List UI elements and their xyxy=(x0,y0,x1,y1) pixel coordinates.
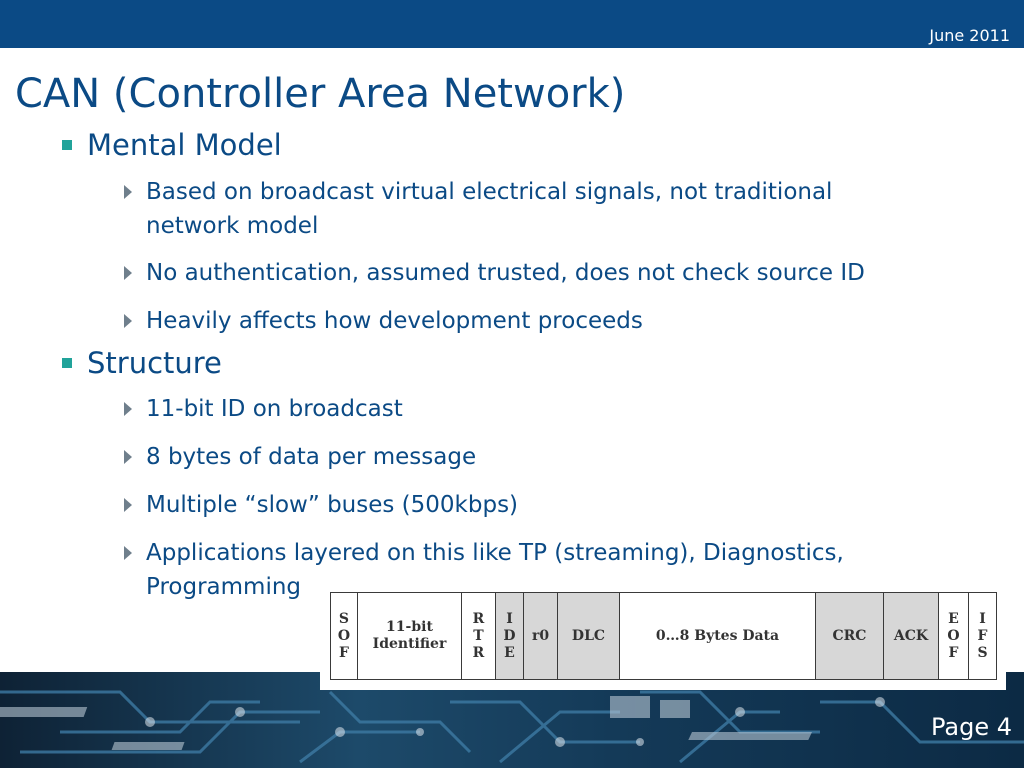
section-heading: Structure xyxy=(87,346,222,380)
page-number: Page 4 xyxy=(931,713,1012,741)
list-item-text: Heavily affects how development proceeds xyxy=(146,308,643,334)
frame-field-data: 0…8 Bytes Data xyxy=(619,592,816,680)
list-item-text: No authentication, assumed trusted, does… xyxy=(146,260,865,286)
frame-field-sof: S O F xyxy=(330,592,358,680)
list-item-text: Applications layered on this like TP (st… xyxy=(146,540,844,600)
circuit-board-graphic xyxy=(0,690,1024,764)
frame-field-ifs: I F S xyxy=(968,592,997,680)
frame-field-identifier: 11-bit Identifier xyxy=(357,592,462,680)
can-frame-diagram: S O F 11-bit Identifier R T R I D E r0 D… xyxy=(320,586,1006,690)
list-item-text: Based on broadcast virtual electrical si… xyxy=(146,179,833,239)
frame-field-r0: r0 xyxy=(523,592,558,680)
frame-field-ide: I D E xyxy=(495,592,524,680)
triangle-bullet-icon xyxy=(124,314,132,328)
header-bar xyxy=(0,0,1024,48)
triangle-bullet-icon xyxy=(124,546,132,560)
list-item-text: Multiple “slow” buses (500kbps) xyxy=(146,492,519,518)
frame-field-crc: CRC xyxy=(815,592,884,680)
frame-field-dlc: DLC xyxy=(557,592,620,680)
section-heading: Mental Model xyxy=(87,128,282,162)
list-item-text: 8 bytes of data per message xyxy=(146,444,477,470)
triangle-bullet-icon xyxy=(124,402,132,416)
triangle-bullet-icon xyxy=(124,266,132,280)
header-date: June 2011 xyxy=(929,26,1010,45)
list-item-text: 11-bit ID on broadcast xyxy=(146,396,403,422)
square-bullet-icon xyxy=(62,140,72,150)
frame-field-rtr: R T R xyxy=(461,592,496,680)
triangle-bullet-icon xyxy=(124,498,132,512)
square-bullet-icon xyxy=(62,358,72,368)
triangle-bullet-icon xyxy=(124,185,132,199)
triangle-bullet-icon xyxy=(124,450,132,464)
frame-field-ack: ACK xyxy=(883,592,939,680)
slide-title: CAN (Controller Area Network) xyxy=(15,71,626,117)
frame-field-eof: E O F xyxy=(938,592,969,680)
can-frame-table: S O F 11-bit Identifier R T R I D E r0 D… xyxy=(330,592,997,680)
